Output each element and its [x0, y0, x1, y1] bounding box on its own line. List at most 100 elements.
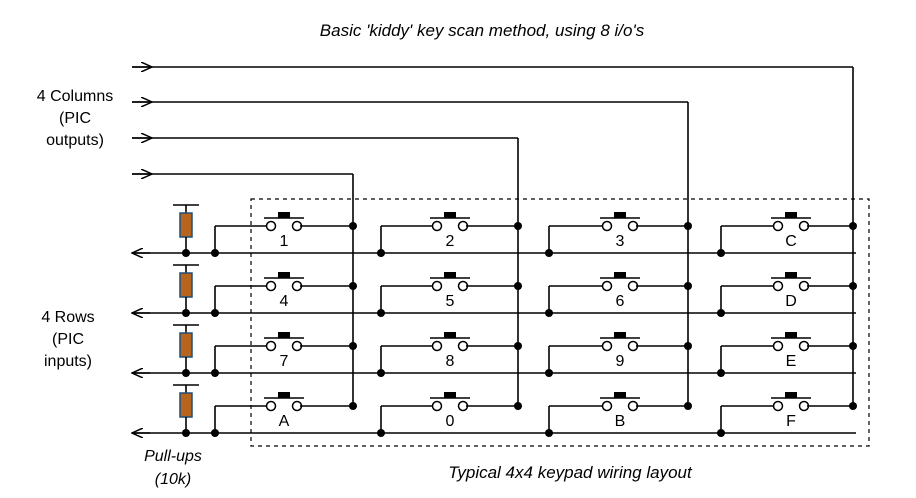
columns-label-line3: outputs): [46, 132, 104, 149]
key-plunger: [444, 272, 456, 278]
junction-dot: [849, 402, 857, 410]
junction-dot: [182, 429, 190, 437]
key-contact: [772, 340, 784, 352]
key-plunger: [785, 272, 797, 278]
key-label-5: 5: [446, 293, 455, 310]
key-contact: [601, 340, 613, 352]
key-contact: [431, 400, 443, 412]
junction-dot: [684, 402, 692, 410]
key-label-9: 9: [616, 353, 625, 370]
wiring: 1 2 3 C 4 5 6 D 7 8 9 E A 0 B F: [132, 67, 857, 437]
keypad-caption: Typical 4x4 keypad wiring layout: [448, 463, 693, 482]
key-plunger: [614, 392, 626, 398]
junction-dot: [717, 249, 725, 257]
key-contact: [265, 220, 277, 232]
key-contact: [431, 340, 443, 352]
key-label-D: D: [785, 293, 797, 310]
junction-dot: [349, 222, 357, 230]
key-contact: [601, 280, 613, 292]
key-plunger: [614, 212, 626, 218]
key-label-B: B: [615, 413, 626, 430]
junction-dot: [211, 249, 219, 257]
pullups-label-line1: Pull-ups: [144, 448, 202, 465]
key-label-E: E: [786, 353, 797, 370]
pullup-resistor: [179, 272, 193, 298]
junction-dot: [349, 402, 357, 410]
key-label-C: C: [785, 233, 797, 250]
key-label-1: 1: [280, 233, 289, 250]
key-plunger: [614, 272, 626, 278]
junction-dot: [182, 309, 190, 317]
key-plunger: [278, 212, 290, 218]
junction-dot: [545, 309, 553, 317]
key-plunger: [278, 392, 290, 398]
key-plunger: [785, 392, 797, 398]
junction-dot: [717, 369, 725, 377]
key-contact: [601, 220, 613, 232]
junction-dot: [545, 369, 553, 377]
key-contact: [265, 280, 277, 292]
pullup-resistor: [179, 332, 193, 358]
junction-dot: [684, 342, 692, 350]
junction-dot: [514, 402, 522, 410]
key-label-A: A: [279, 413, 290, 430]
junction-dot: [514, 342, 522, 350]
junction-dot: [182, 369, 190, 377]
junction-dot: [377, 429, 385, 437]
key-label-8: 8: [446, 353, 455, 370]
pullup-resistor: [179, 392, 193, 418]
rows-label-line2: (PIC: [52, 331, 84, 348]
key-plunger: [444, 212, 456, 218]
key-contact: [431, 280, 443, 292]
rows-label-line3: inputs): [44, 353, 92, 370]
junction-dot: [684, 222, 692, 230]
junction-dot: [849, 342, 857, 350]
junction-dot: [717, 309, 725, 317]
junction-dot: [182, 249, 190, 257]
key-label-F: F: [786, 413, 796, 430]
key-contact: [265, 340, 277, 352]
junction-dot: [849, 222, 857, 230]
columns-label-line1: 4 Columns: [37, 88, 113, 105]
junction-dot: [211, 369, 219, 377]
key-plunger: [785, 332, 797, 338]
junction-dot: [717, 429, 725, 437]
key-contact: [265, 400, 277, 412]
key-contact: [601, 400, 613, 412]
key-contact: [772, 400, 784, 412]
junction-dot: [545, 249, 553, 257]
pullup-resistor: [179, 212, 193, 238]
key-contact: [772, 220, 784, 232]
key-contact: [431, 220, 443, 232]
junction-dot: [211, 309, 219, 317]
junction-dot: [849, 282, 857, 290]
key-label-7: 7: [280, 353, 289, 370]
diagram-title: Basic 'kiddy' key scan method, using 8 i…: [320, 21, 645, 40]
pullups-label-line2: (10k): [155, 471, 191, 488]
key-plunger: [444, 392, 456, 398]
key-plunger: [278, 272, 290, 278]
junction-dot: [377, 369, 385, 377]
key-label-4: 4: [280, 293, 289, 310]
key-plunger: [278, 332, 290, 338]
key-label-3: 3: [616, 233, 625, 250]
key-plunger: [614, 332, 626, 338]
key-plunger: [785, 212, 797, 218]
junction-dot: [514, 222, 522, 230]
junction-dot: [545, 429, 553, 437]
key-label-0: 0: [446, 413, 455, 430]
junction-dot: [377, 249, 385, 257]
rows-label-line1: 4 Rows: [41, 309, 94, 326]
key-plunger: [444, 332, 456, 338]
junction-dot: [514, 282, 522, 290]
junction-dot: [684, 282, 692, 290]
junction-dot: [377, 309, 385, 317]
junction-dot: [211, 429, 219, 437]
key-label-2: 2: [446, 233, 455, 250]
key-label-6: 6: [616, 293, 625, 310]
junction-dot: [349, 342, 357, 350]
key-contact: [772, 280, 784, 292]
junction-dot: [349, 282, 357, 290]
columns-label-line2: (PIC: [59, 110, 91, 127]
